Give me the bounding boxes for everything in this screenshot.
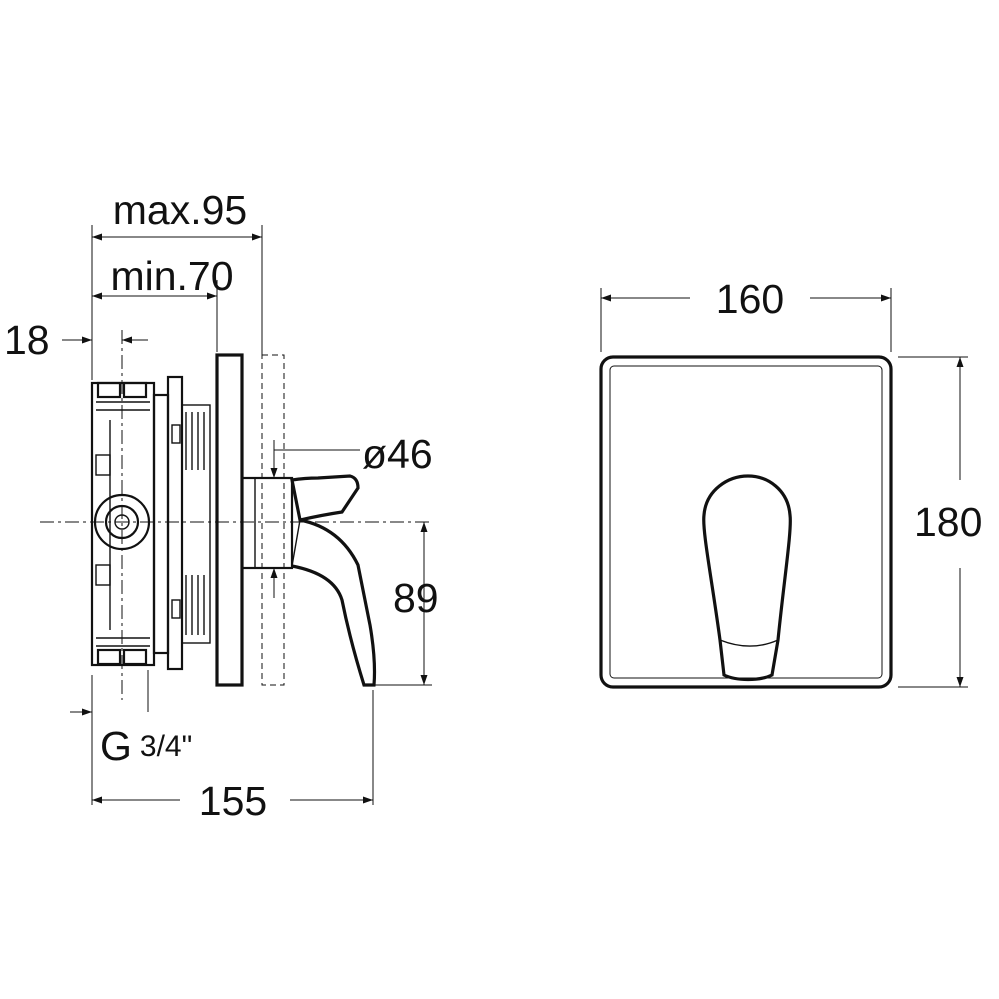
dim-label-thread: G 3/4": [100, 723, 192, 769]
body-nut-bottom-left: [96, 648, 122, 666]
dim-label-total-depth: 155: [199, 778, 267, 824]
mounting-collar: [166, 375, 184, 671]
mounting-flange: [152, 393, 170, 655]
cover-plate: [599, 355, 893, 689]
lever-handle-front: [702, 474, 792, 682]
lever-handle-tip-line: [719, 639, 779, 647]
body-lug-upper: [95, 454, 111, 476]
dim-label-max-depth: max.95: [113, 187, 247, 233]
lever-top: [290, 474, 360, 522]
front-view: 160 180: [599, 276, 982, 689]
wall-plate-profile: [215, 353, 244, 687]
thread-letter: G: [100, 723, 132, 769]
wall-plate-max-position: [261, 354, 285, 686]
dim-label-min-depth: min.70: [110, 253, 233, 299]
dim-label-plate-width: 160: [716, 276, 784, 322]
lever-neck: [291, 519, 301, 567]
housing-fins: [185, 412, 205, 635]
cartridge-housing: [181, 404, 211, 644]
valve-body-outline: [90, 381, 156, 667]
body-nut-top-right: [122, 381, 148, 399]
collar-slot-upper: [171, 424, 181, 444]
rosette-body: [240, 476, 294, 570]
thread-size: 3/4": [140, 730, 192, 763]
body-nut-bottom-right: [122, 648, 148, 666]
body-ribs: [96, 401, 150, 647]
side-view: max.95 min.70 18: [4, 187, 439, 824]
dim-label-lever-drop: 89: [393, 575, 439, 621]
dim-label-offset: 18: [4, 317, 50, 363]
dim-label-rosette: ø46: [362, 431, 433, 477]
body-lug-lower: [95, 564, 111, 586]
lever-handle-profile: [291, 518, 377, 687]
collar-slot-lower: [171, 599, 181, 619]
dim-label-plate-height: 180: [914, 499, 982, 545]
body-nut-top-left: [96, 381, 122, 399]
cover-plate-bevel: [609, 365, 883, 679]
rough-in-body: [90, 375, 211, 671]
